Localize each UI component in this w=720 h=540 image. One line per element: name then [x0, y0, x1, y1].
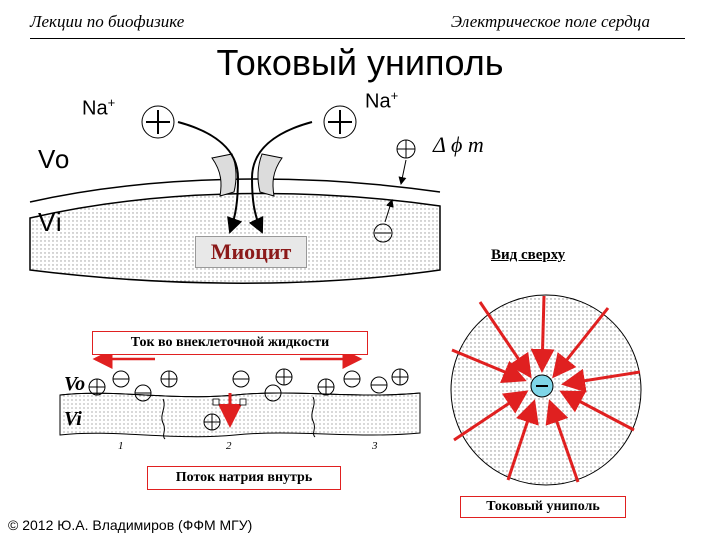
page-title: Токовый униполь [216, 42, 504, 83]
plus-circle-left [141, 105, 175, 139]
intracellular-charge [203, 413, 221, 431]
potential-arrow-down [398, 159, 407, 185]
header-left: Лекции по биофизике [30, 12, 185, 31]
channel-left [211, 153, 237, 197]
copyright: © 2012 Ю.А. Владимиров (ФФМ МГУ) [8, 517, 253, 533]
plus-small-symbol [396, 139, 416, 159]
fiber-vo-label: Vo [64, 373, 86, 395]
plus-circle-right [323, 105, 357, 139]
sodium-flow-label: Поток натрия внутрь [147, 466, 341, 490]
vo-label: Vo [38, 144, 71, 174]
potential-arrow-up [384, 199, 394, 223]
top-view-label: Вид сверху [491, 247, 566, 263]
minus-small-symbol [373, 223, 393, 243]
delta-phi-label: Δ ϕ m [433, 132, 484, 157]
position-2: 2 [226, 440, 232, 452]
current-arrow-right [248, 121, 313, 234]
extracellular-current-label: Ток во внеклеточной жидкости [92, 331, 368, 355]
current-arrow-left [177, 121, 243, 234]
fiber-diagram [59, 355, 421, 440]
header-right: Электрическое поле сердца [450, 12, 650, 31]
na-label-left: Na+ [82, 95, 116, 120]
fiber-vi-label: Vi [64, 408, 82, 430]
top-view-diagram [450, 294, 642, 486]
channel-right [257, 153, 283, 197]
vi-label: Vi [38, 207, 63, 237]
na-label-right: Na+ [365, 88, 399, 113]
position-1: 1 [118, 440, 124, 452]
position-3: 3 [372, 440, 378, 452]
header-divider [30, 38, 685, 39]
myocyte-label: Миоцит [195, 236, 307, 268]
top-view-caption: Токовый униполь [460, 496, 626, 518]
extracellular-charges [88, 368, 409, 402]
inward-current-arrows [451, 295, 641, 483]
